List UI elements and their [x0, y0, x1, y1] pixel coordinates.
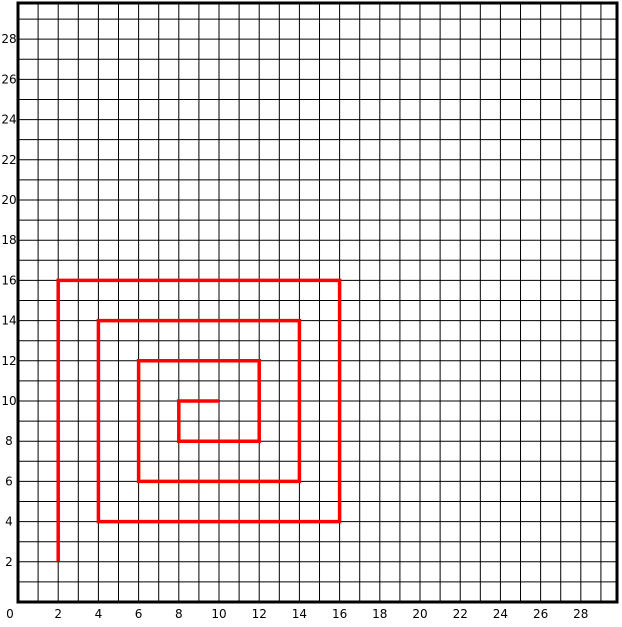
x-tick-label: 0: [6, 607, 14, 621]
plot-frame: [16, 1, 619, 604]
y-tick-label: 6: [5, 474, 13, 488]
spiral-series-line: [56, 278, 342, 562]
x-tick-label: 20: [412, 607, 427, 621]
y-tick-label: 14: [1, 314, 16, 328]
y-tick-label: 12: [1, 354, 16, 368]
x-tick-label: 26: [533, 607, 548, 621]
y-tick-label: 26: [1, 72, 16, 86]
x-tick-label: 2: [54, 607, 62, 621]
x-tick-label: 16: [332, 607, 347, 621]
y-tick-label: 10: [1, 394, 16, 408]
x-tick-label: 18: [372, 607, 387, 621]
x-tick-label: 12: [252, 607, 267, 621]
x-tick-label: 4: [95, 607, 103, 621]
y-tick-label: 28: [1, 32, 16, 46]
x-tick-label: 10: [211, 607, 226, 621]
y-tick-label: 8: [5, 434, 13, 448]
x-tick-label: 6: [135, 607, 143, 621]
y-tick-label: 2: [5, 555, 13, 569]
plot-border: [16, 1, 619, 604]
x-tick-label: 24: [493, 607, 508, 621]
y-tick-label: 16: [1, 273, 16, 287]
y-tick-label: 4: [5, 515, 13, 529]
y-tick-label: 18: [1, 233, 16, 247]
y-tick-label: 22: [1, 153, 16, 167]
x-tick-label: 28: [573, 607, 588, 621]
grid: [18, 3, 617, 602]
x-tick-label: 14: [292, 607, 307, 621]
y-tick-label: 20: [1, 193, 16, 207]
y-tick-label: 24: [1, 113, 16, 127]
x-tick-label: 8: [175, 607, 183, 621]
series-layer: [56, 278, 342, 562]
x-tick-label: 22: [453, 607, 468, 621]
